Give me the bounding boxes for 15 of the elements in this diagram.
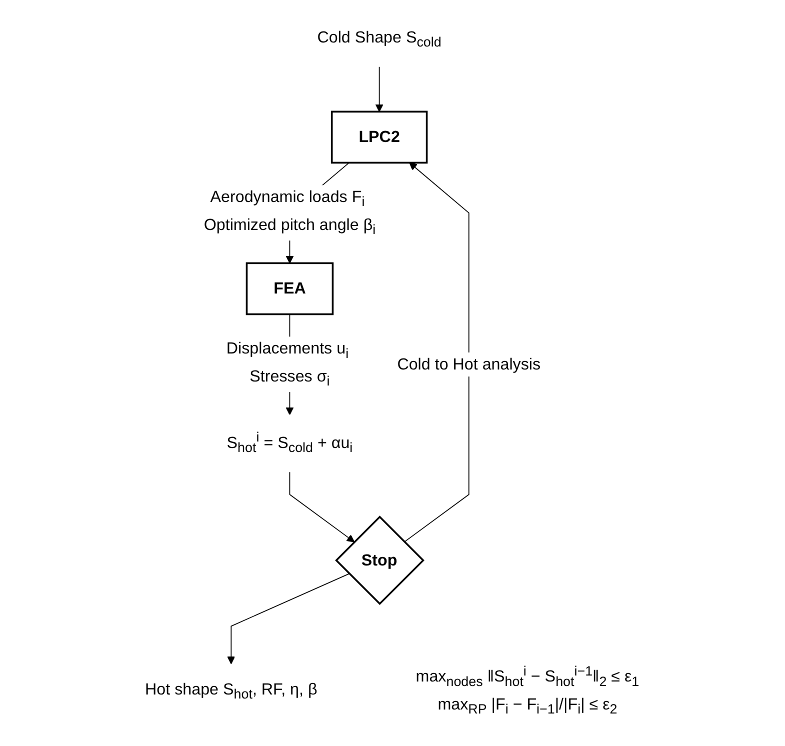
node-diamond: Stop (335, 516, 425, 606)
arrow (290, 472, 356, 542)
arrow (404, 162, 470, 542)
node-label: max$_{nodes}$ ‖S$_{hot}$$^{i}$ − S$_{hot}$$^{i−1}$‖$_{2}$ ≤ ε$_{1}$ (416, 664, 640, 690)
edge-label: Cold to Hot analysis (398, 355, 541, 373)
node-text: Cold Shape S$_{cold}$ (318, 28, 442, 50)
edge-label: Aerodynamic loads F$_{i}$ Optimized pitch angle β$_{i}$ (204, 188, 376, 238)
node-box: FEA (246, 262, 334, 316)
arrow (376, 66, 384, 112)
node-box: LPC2 (331, 110, 428, 164)
node-text: S$_{hot}$$^{i}$ = S$_{cold}$ + αu$_{i}$ (227, 430, 354, 456)
arrow (228, 573, 350, 664)
node-text: Hot shape S$_{hot}$, RF, η, β (145, 680, 318, 702)
node-label: max$_{RP}$ |F$_{i}$ − F$_{i−1}$|/|F$_{i}$| ≤ ε$_{2}$ (438, 695, 618, 718)
edge-label: Displacements u$_{i}$ Stresses σ$_{i}$ (226, 339, 349, 390)
